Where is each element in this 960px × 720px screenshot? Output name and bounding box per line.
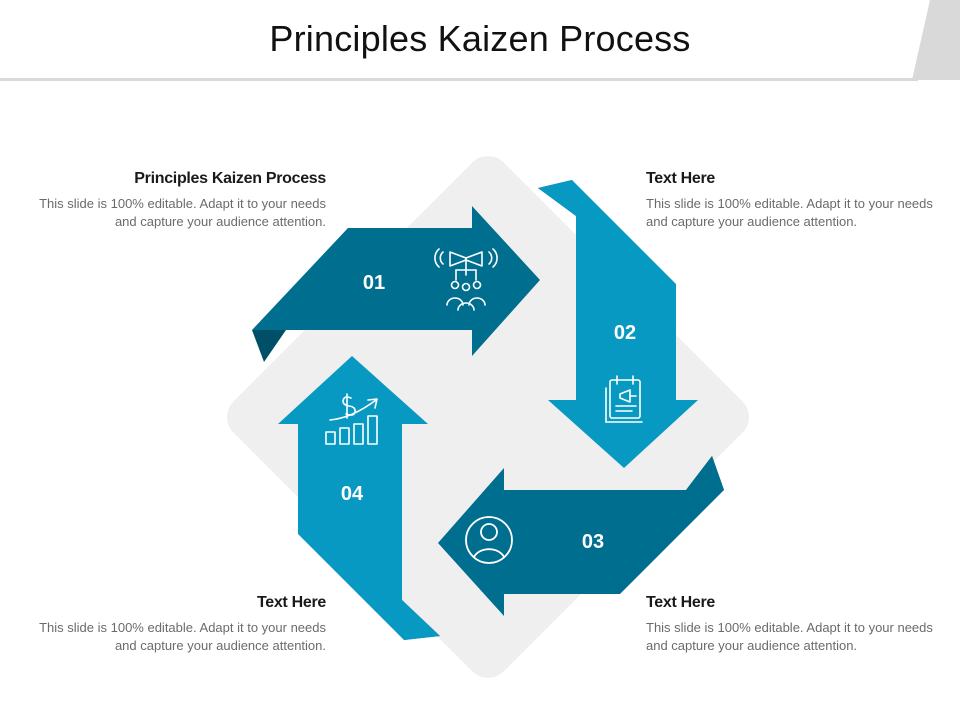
note-bottom-left: Text Here This slide is 100% editable. A…	[36, 594, 326, 655]
dollar-growth-chart-icon	[325, 393, 378, 445]
note-top-left-heading: Principles Kaizen Process	[134, 170, 326, 187]
note-bottom-right-body: This slide is 100% editable. Adapt it to…	[646, 620, 933, 653]
note-bottom-left-heading: Text Here	[256, 594, 326, 611]
title-corner-tab	[912, 0, 960, 80]
marketing-team-icon	[434, 248, 498, 311]
user-profile-icon	[465, 516, 513, 564]
title-bar: Principles Kaizen Process	[0, 0, 960, 82]
note-top-right-body: This slide is 100% editable. Adapt it to…	[646, 196, 933, 229]
note-bottom-right-heading: Text Here	[646, 594, 716, 611]
note-top-left-body: This slide is 100% editable. Adapt it to…	[39, 196, 326, 229]
step-03-number: 03	[582, 531, 604, 553]
step-01-number: 01	[363, 272, 385, 294]
step-02-number: 02	[614, 322, 636, 344]
step-04-number: 04	[341, 483, 364, 505]
step-01-arrow: 01	[252, 206, 540, 362]
note-top-right-heading: Text Here	[646, 170, 716, 187]
step-04-arrow: 04	[278, 356, 440, 640]
title-rule	[0, 78, 918, 81]
promotion-board-icon	[605, 375, 643, 423]
note-bottom-right: Text Here This slide is 100% editable. A…	[646, 594, 936, 655]
note-top-right: Text Here This slide is 100% editable. A…	[646, 170, 936, 231]
note-top-left: Principles Kaizen Process This slide is …	[36, 170, 326, 231]
step-03-arrow: 03	[438, 456, 724, 616]
step-02-arrow: 02	[538, 180, 698, 468]
note-bottom-left-body: This slide is 100% editable. Adapt it to…	[39, 620, 326, 653]
slide-title: Principles Kaizen Process	[269, 18, 691, 59]
